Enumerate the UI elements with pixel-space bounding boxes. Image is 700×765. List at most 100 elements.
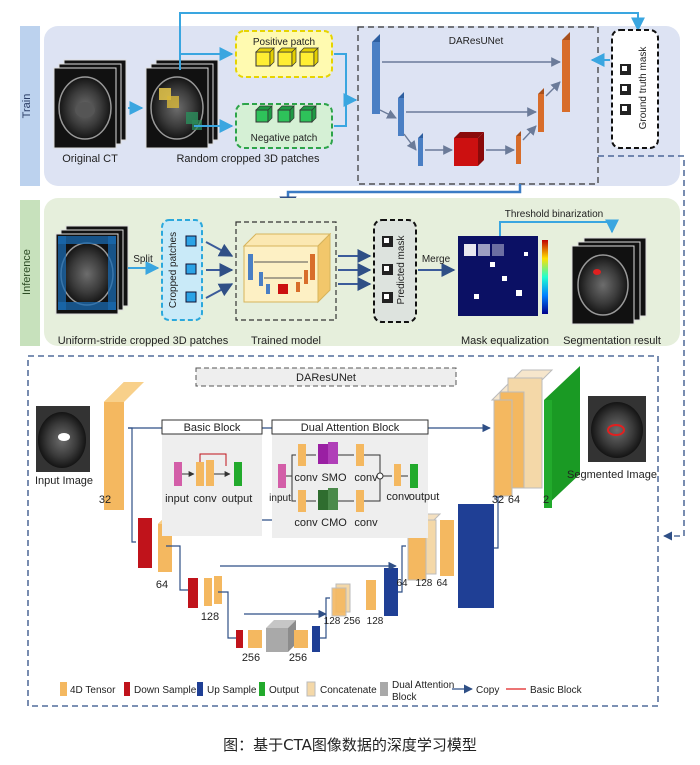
mask-equalization-label: Mask equalization bbox=[461, 335, 549, 347]
channel-128-dec: 128 bbox=[367, 616, 384, 627]
train-panel: Train Original CT Random cropped 3D patc… bbox=[20, 12, 680, 186]
ground-truth-label: Ground truth mask bbox=[638, 46, 649, 130]
up-line-2 bbox=[398, 545, 406, 593]
legend-up: Up Sample bbox=[207, 685, 257, 696]
segmentation-result-stack bbox=[571, 237, 647, 325]
uniform-stride-label: Uniform-stride cropped 3D patches bbox=[58, 335, 229, 347]
dual-block-title-box bbox=[271, 419, 429, 435]
legend-tensor-swatch bbox=[60, 682, 67, 696]
up-sample-1 bbox=[458, 504, 494, 608]
up-sample-2 bbox=[384, 568, 398, 616]
arrows-to-predicted bbox=[338, 249, 372, 291]
legend-basic: Basic Block bbox=[530, 685, 583, 696]
basic-input-label: input bbox=[165, 493, 189, 505]
up-sample-3 bbox=[312, 626, 320, 652]
concat-32-64 bbox=[490, 369, 554, 497]
threshold-label: Threshold binarization bbox=[505, 209, 603, 220]
dual-conv2-label: conv bbox=[354, 472, 378, 484]
legend-output: Output bbox=[269, 685, 299, 696]
positive-cubes bbox=[255, 47, 319, 67]
arrow-positive-to-net bbox=[334, 53, 358, 107]
channel-64-128a: 64 bbox=[396, 578, 408, 589]
channel-2: 2 bbox=[543, 494, 549, 506]
predicted-mask-label: Predicted mask bbox=[396, 235, 407, 305]
predicted-mask-box bbox=[373, 219, 417, 323]
dual-block-box bbox=[272, 424, 428, 538]
arrow-to-negative bbox=[194, 119, 234, 133]
tensor-256b bbox=[294, 630, 308, 648]
mini-unet-train bbox=[372, 32, 570, 166]
basic-output-label: output bbox=[222, 493, 253, 505]
bottleneck-dual-attention bbox=[266, 620, 296, 652]
dual-conv4-label: conv bbox=[294, 517, 318, 529]
down-sample-1 bbox=[138, 518, 152, 568]
network-title: DAResUNet bbox=[296, 372, 356, 384]
channel-256a: 256 bbox=[242, 652, 260, 664]
channel-64: 64 bbox=[156, 579, 168, 591]
uniform-stride-stack bbox=[55, 225, 129, 315]
arrows-to-model bbox=[205, 241, 234, 299]
random-patches-label: Random cropped 3D patches bbox=[176, 153, 320, 165]
inference-side-bar bbox=[20, 200, 40, 346]
channel-64-dec: 64 bbox=[436, 578, 448, 589]
legend-dual2: Block bbox=[392, 692, 417, 703]
channel-128-256a: 128 bbox=[324, 616, 341, 627]
train-side-bar bbox=[20, 26, 40, 186]
basic-block-content bbox=[174, 453, 242, 486]
input-image bbox=[36, 406, 90, 472]
concat-128-256 bbox=[331, 583, 351, 617]
legend-down: Down Sample bbox=[134, 685, 197, 696]
segmented-image-label: Segmented Image bbox=[567, 469, 657, 481]
merge-label: Merge bbox=[422, 254, 451, 265]
original-ct-stack bbox=[53, 59, 127, 149]
trained-model-label: Trained model bbox=[251, 335, 321, 347]
channel-256b: 256 bbox=[289, 652, 307, 664]
tensor-32-input bbox=[104, 382, 144, 510]
basic-conv-label: conv bbox=[193, 493, 217, 505]
dual-block-content bbox=[278, 442, 418, 512]
down-sample-3 bbox=[236, 630, 243, 648]
tensor-64-dec bbox=[440, 520, 454, 576]
channel-128-256b: 256 bbox=[344, 616, 361, 627]
train-side-label: Train bbox=[21, 94, 33, 119]
trained-model-cube bbox=[242, 232, 332, 304]
network-dashed-border bbox=[27, 355, 659, 707]
arrow-negative-to-net bbox=[334, 100, 347, 127]
trained-model-box bbox=[235, 221, 337, 321]
ground-truth-box bbox=[611, 29, 659, 149]
channel-64b: 64 bbox=[508, 494, 520, 506]
legend-copy: Copy bbox=[476, 685, 499, 696]
arrow-zoom-to-network bbox=[598, 155, 685, 541]
output-tensor bbox=[544, 366, 580, 508]
up-line-3 bbox=[320, 597, 330, 639]
predicted-mask-cubes bbox=[382, 236, 393, 303]
tensor-256a bbox=[248, 630, 262, 648]
legend-up-swatch bbox=[197, 682, 203, 696]
positive-patch-label: Positive patch bbox=[253, 37, 315, 48]
dual-conv1-label: conv bbox=[294, 472, 318, 484]
legend: 4D Tensor Down Sample Up Sample Output C… bbox=[60, 680, 583, 703]
split-label: Split bbox=[133, 254, 153, 265]
original-ct-label: Original CT bbox=[62, 153, 118, 165]
inference-panel: Inference Uniform-stride cropped 3D patc… bbox=[20, 198, 680, 347]
inference-side-label: Inference bbox=[21, 249, 33, 295]
segmented-image bbox=[588, 396, 646, 462]
dual-conv3-label: conv bbox=[386, 491, 410, 503]
legend-output-swatch bbox=[259, 682, 265, 696]
basic-block-title: Basic Block bbox=[184, 422, 241, 434]
legend-down-swatch bbox=[124, 682, 130, 696]
channel-32b: 32 bbox=[492, 494, 504, 506]
arrow-top-feedback bbox=[179, 12, 645, 70]
dual-smo-label: SMO bbox=[321, 472, 347, 484]
network-panel: DAResUNet Input Image 32 64 bbox=[27, 155, 685, 707]
negative-cubes bbox=[255, 105, 317, 123]
cropped-patches-label: Cropped patches bbox=[168, 232, 179, 308]
channel-64-128b: 128 bbox=[416, 578, 433, 589]
daresunet-train-label: DAResUNet bbox=[449, 36, 504, 47]
mask-equalization-image bbox=[458, 236, 548, 316]
dual-input-label: input bbox=[269, 493, 291, 504]
random-patches-stack bbox=[145, 59, 219, 149]
dual-output-label: output bbox=[409, 491, 440, 503]
segmentation-result-label: Segmentation result bbox=[563, 335, 661, 347]
legend-tensor: 4D Tensor bbox=[70, 685, 116, 696]
